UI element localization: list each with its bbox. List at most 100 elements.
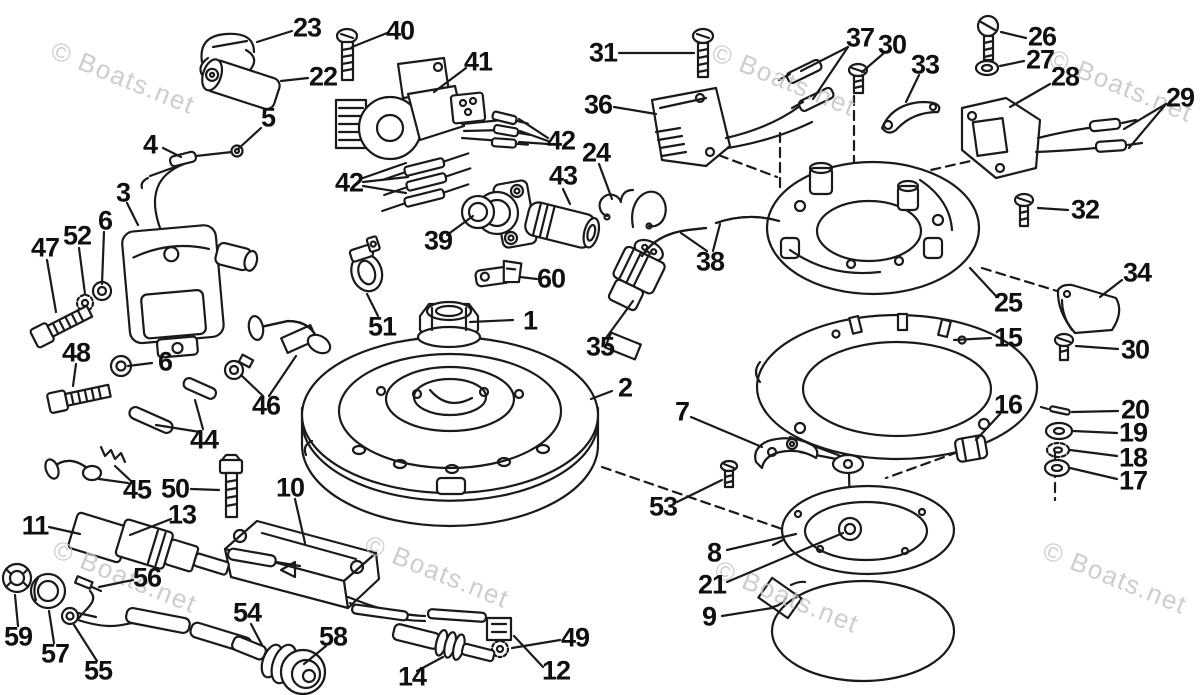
screw-40-part (335, 27, 359, 82)
square-connector-12-part (485, 616, 513, 642)
callout-48: 48 (61, 337, 91, 368)
callout-59: 59 (3, 621, 33, 652)
callout-18: 18 (1118, 442, 1148, 473)
callout-41: 41 (463, 46, 493, 77)
connector-14-part (391, 623, 496, 663)
callout-3: 3 (115, 177, 131, 208)
terminals-42-right-part (490, 110, 531, 149)
cylinder-43-part (524, 201, 601, 249)
bushing-39-part (460, 179, 538, 249)
callout-35: 35 (585, 331, 615, 362)
support-plate-part (754, 312, 1039, 519)
callout-29: 29 (1165, 82, 1195, 113)
callout-34: 34 (1122, 257, 1152, 288)
callout-30b: 30 (1120, 334, 1150, 365)
screw-30-lower-part (1053, 332, 1075, 362)
callout-31: 31 (588, 37, 618, 68)
nut-59-part (1, 562, 33, 594)
callout-6a: 6 (97, 205, 113, 236)
flywheel-part (280, 324, 642, 528)
callout-28: 28 (1050, 61, 1080, 92)
coil-36-part (650, 86, 814, 168)
callout-15: 15 (993, 322, 1023, 353)
callout-9: 9 (701, 601, 717, 632)
callout-50: 50 (160, 473, 190, 504)
callout-22: 22 (308, 61, 338, 92)
callout-32: 32 (1070, 194, 1100, 225)
callout-6b: 6 (157, 346, 173, 377)
callout-12: 12 (541, 655, 571, 686)
callout-25: 25 (993, 287, 1023, 318)
callout-51: 51 (367, 311, 397, 342)
washer-6-lower-part (109, 354, 133, 378)
callout-19: 19 (1118, 417, 1148, 448)
terminals-42-left-part (381, 152, 472, 213)
elbow-45-part (44, 458, 103, 482)
clamp-60-part (474, 259, 523, 288)
callout-38: 38 (695, 246, 725, 277)
bolt-50-part (218, 453, 244, 519)
callout-27: 27 (1025, 44, 1055, 75)
callout-33: 33 (910, 49, 940, 80)
callout-11: 11 (21, 510, 50, 541)
callout-57: 57 (40, 638, 70, 669)
callout-14: 14 (397, 661, 427, 692)
spark-plug-boot-35-part (607, 238, 666, 312)
screw-30-upper-part (847, 62, 869, 95)
coil-assembly-41-part (334, 56, 506, 161)
callout-20: 20 (1120, 394, 1150, 425)
callout-55: 55 (83, 655, 113, 686)
callout-4: 4 (142, 129, 158, 160)
callout-1: 1 (522, 305, 538, 336)
elbow-46-part (223, 315, 332, 381)
callout-36: 36 (583, 89, 613, 120)
callout-56: 56 (132, 562, 162, 593)
callout-40: 40 (385, 15, 415, 46)
callout-5: 5 (260, 102, 276, 133)
clamp-51-part (348, 235, 384, 293)
ring-terminal-55-part (60, 606, 80, 626)
star-washer-49-part (490, 639, 510, 659)
lockwasher-18-part (1045, 441, 1071, 459)
callout-39: 39 (423, 225, 453, 256)
wire-clip-24-part (598, 188, 667, 230)
callout-44: 44 (189, 424, 219, 455)
washer-6-upper-part (91, 280, 113, 302)
terminal-56-part (73, 575, 94, 590)
callout-42a: 42 (334, 167, 364, 198)
callout-21: 21 (697, 569, 727, 600)
screw-53-part (719, 459, 739, 489)
callout-17: 17 (1118, 465, 1148, 496)
condenser-22-part (201, 58, 281, 111)
grommet-57-part (29, 572, 67, 610)
battery-cable-harness (60, 575, 264, 654)
screw-32-part (1013, 192, 1035, 228)
callout-46: 46 (251, 390, 281, 421)
hoses-38-part (640, 215, 781, 258)
callout-37: 37 (845, 22, 875, 53)
cam-7-part (754, 437, 819, 470)
callout-45: 45 (122, 474, 152, 505)
washer-27-part (974, 59, 1000, 77)
connector-54-part (231, 635, 327, 695)
callout-24: 24 (581, 137, 611, 168)
washer-17-part (1043, 458, 1071, 478)
callout-16: 16 (993, 389, 1023, 420)
spring-45-part (99, 445, 127, 464)
callout-53: 53 (648, 491, 678, 522)
callout-10: 10 (275, 472, 305, 503)
callout-49: 49 (560, 622, 590, 653)
retainer-plate-part (771, 484, 956, 576)
pin-20-part (1039, 405, 1071, 416)
callout-43: 43 (548, 160, 578, 191)
callout-7: 7 (674, 396, 690, 427)
ground-strap-33-part (880, 100, 941, 134)
callout-42b: 42 (546, 125, 576, 156)
screw-26-part (976, 14, 1000, 62)
callout-8: 8 (706, 537, 722, 568)
cam-wedge-16-part (954, 434, 989, 463)
flywheel-nut-part (416, 300, 482, 349)
callout-13: 13 (167, 499, 197, 530)
